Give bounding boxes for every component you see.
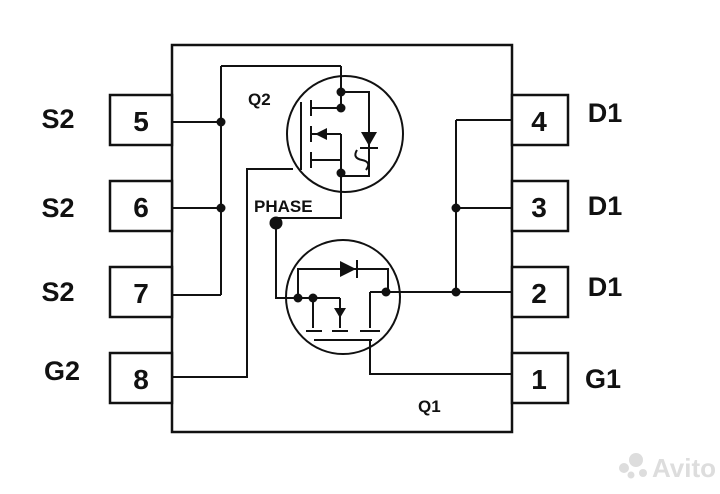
- q1-body-arrow: [334, 308, 346, 318]
- q1-transistor: Q1: [285, 239, 441, 416]
- pin-7-box: [108, 265, 174, 319]
- phase-label: PHASE: [254, 197, 313, 216]
- pin-1-box: [510, 351, 570, 405]
- g2-net: [172, 168, 293, 378]
- q2-transistor: Q2: [248, 75, 404, 193]
- q1-diode: [340, 261, 356, 277]
- phase-node: [269, 216, 283, 230]
- pin-7-name: S2: [41, 277, 74, 307]
- pin-8-number: 8: [133, 364, 149, 395]
- pin-5-number: 5: [133, 106, 149, 137]
- pin-4-name: D1: [588, 98, 623, 128]
- pin-5-name: S2: [41, 104, 74, 134]
- phase-net: PHASE: [254, 173, 342, 299]
- pin-7-number: 7: [133, 278, 149, 309]
- pin-5-box: [108, 93, 174, 147]
- pin-5: 5 S2: [41, 93, 174, 147]
- pin-4: 4 D1: [510, 93, 623, 147]
- package-body: [170, 43, 514, 434]
- pin-6-number: 6: [133, 192, 149, 223]
- pin-2-number: 2: [531, 278, 547, 309]
- d1-net: [400, 119, 512, 297]
- pin-3: 3 D1: [510, 179, 623, 233]
- pin-8-box: [108, 351, 174, 405]
- watermark-text: Avito: [652, 453, 716, 483]
- g1-net: [369, 340, 512, 375]
- pin-3-number: 3: [531, 192, 547, 223]
- q2-body-arrow: [315, 128, 327, 140]
- pin-1: 1 G1: [510, 351, 621, 405]
- pin-1-name: G1: [585, 364, 621, 394]
- avito-watermark: Avito: [619, 453, 716, 483]
- pin-2: 2 D1: [510, 265, 623, 319]
- pin-2-name: D1: [588, 272, 623, 302]
- pin-8-name: G2: [44, 356, 80, 386]
- q1-circle: [285, 239, 401, 355]
- pin-8: 8 G2: [44, 351, 174, 405]
- q2-circle: [286, 75, 404, 193]
- pin-7: 7 S2: [41, 265, 174, 319]
- s2-net: [172, 65, 342, 296]
- q2-label: Q2: [248, 90, 271, 109]
- pin-6-box: [108, 179, 174, 233]
- pin-6-name: S2: [41, 193, 74, 223]
- q2-diode: [361, 132, 377, 146]
- pin-4-number: 4: [531, 106, 547, 137]
- pin-6: 6 S2: [41, 179, 174, 233]
- pin-3-name: D1: [588, 191, 623, 221]
- q1-label: Q1: [418, 397, 441, 416]
- pin-3-box: [510, 179, 570, 233]
- pin-1-number: 1: [531, 364, 547, 395]
